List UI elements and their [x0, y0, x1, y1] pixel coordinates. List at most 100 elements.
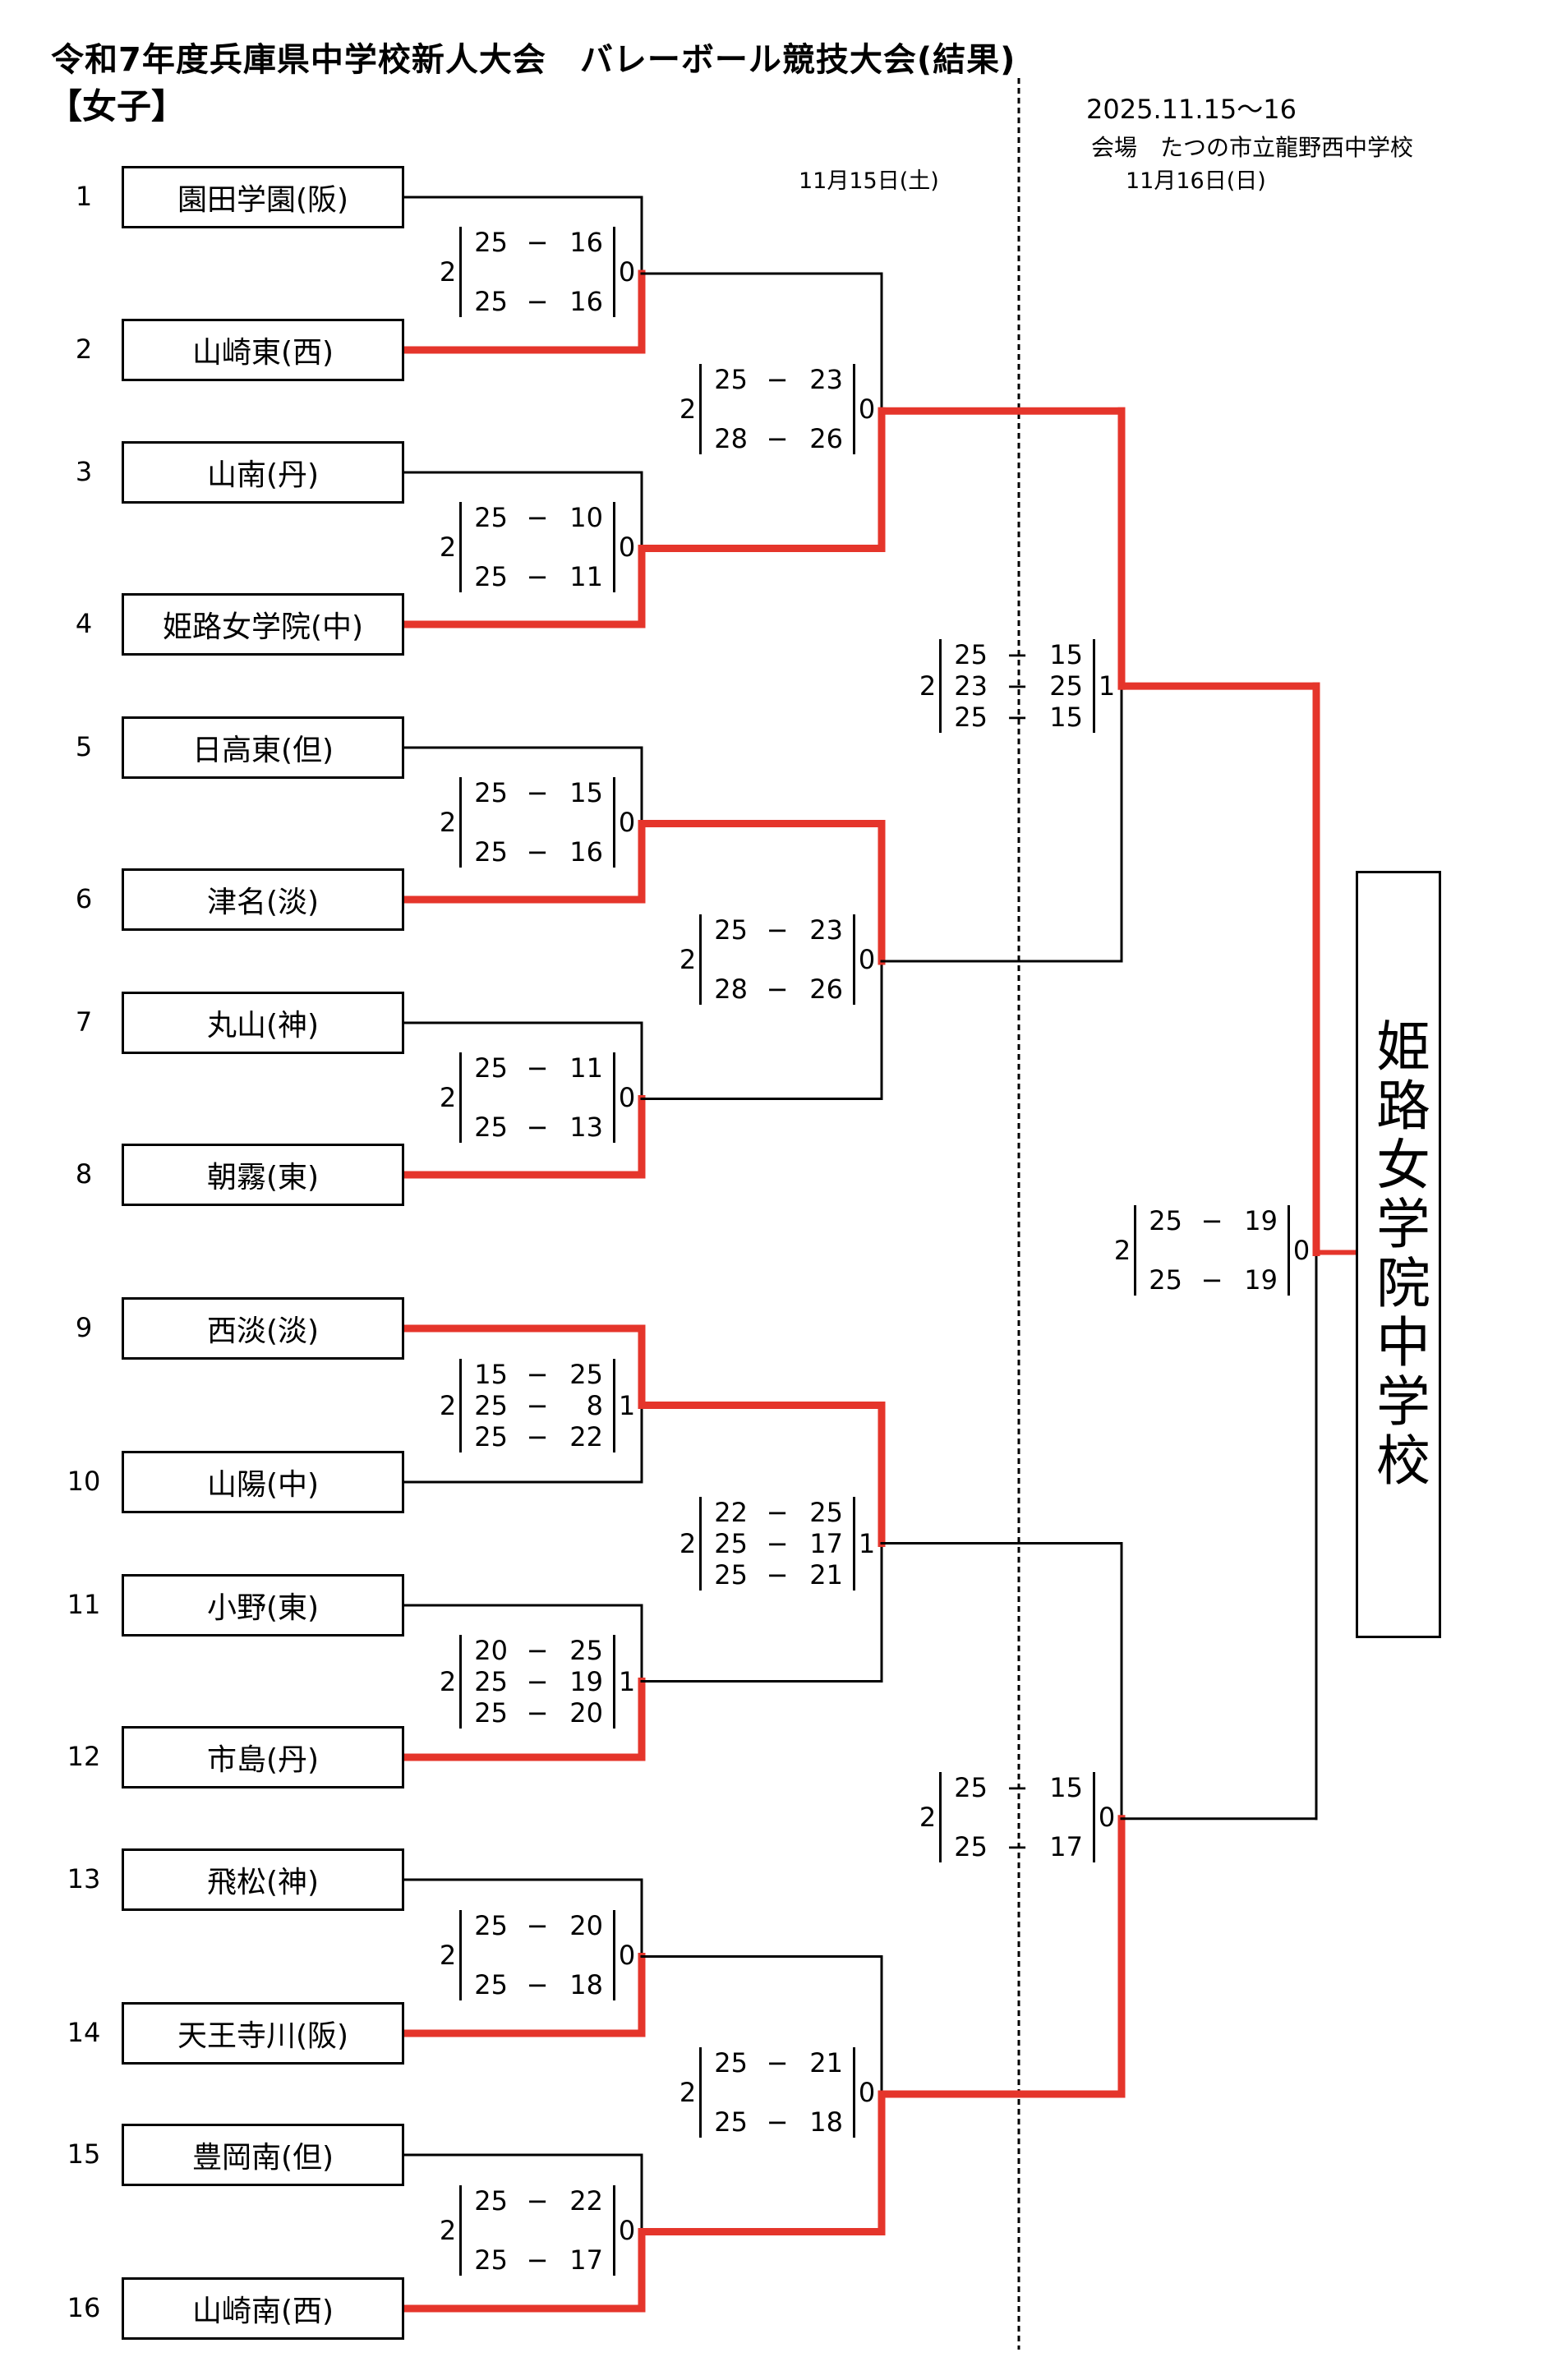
set-points-left: 25 [474, 1665, 508, 1697]
score-dash: − [1006, 670, 1029, 702]
set-score-row: 25−18 [472, 1969, 603, 2000]
set-points-right: 19 [569, 1665, 603, 1697]
set-score-row: 25−22 [472, 2185, 603, 2217]
day2-label: 11月16日(日) [1126, 168, 1266, 194]
set-score-row: 25−15 [472, 777, 603, 808]
set-points-left: 25 [474, 501, 508, 533]
set-points-right: 8 [586, 1389, 603, 1421]
score-dash: − [526, 776, 549, 808]
team-box: 園田学園(阪) [122, 166, 404, 228]
set-points-left: 25 [474, 1052, 508, 1084]
set-points-left: 25 [1149, 1205, 1182, 1237]
set-score-row: 28−26 [712, 974, 843, 1005]
set-score-row: 25−17 [951, 1831, 1083, 1862]
team-box: 豊岡南(但) [122, 2124, 404, 2186]
sets-won-right: 0 [858, 944, 876, 975]
score-dash: − [1200, 1205, 1223, 1237]
score-dash: − [1006, 1771, 1029, 1803]
seed-number: 10 [67, 1466, 101, 1497]
set-points-right: 15 [1049, 639, 1083, 671]
set-points-left: 23 [954, 670, 988, 702]
set-points-left: 28 [714, 974, 748, 1005]
set-points-left: 25 [474, 776, 508, 808]
set-points-right: 26 [809, 974, 843, 1005]
set-points-left: 25 [714, 2106, 748, 2138]
set-points-right: 25 [809, 1496, 843, 1528]
set-score-row: 25−16 [472, 836, 603, 868]
sets-won-left: 2 [919, 670, 937, 702]
set-points-right: 22 [569, 1420, 603, 1452]
sets-won-right: 0 [618, 1939, 636, 1971]
score-dash: − [526, 1968, 549, 2000]
set-score-row: 25−23 [712, 914, 843, 946]
set-points-left: 25 [474, 560, 508, 592]
set-points-right: 16 [569, 836, 603, 868]
set-points-right: 23 [809, 914, 843, 946]
set-score-row: 28−26 [712, 423, 843, 454]
seed-number: 16 [67, 2292, 101, 2323]
set-points-right: 10 [569, 501, 603, 533]
set-score-row: 25−11 [472, 1052, 603, 1084]
set-score-row: 25−17 [712, 1528, 843, 1559]
sets-won-left: 2 [679, 1527, 697, 1559]
sets-won-left: 2 [1113, 1235, 1131, 1267]
set-score-row: 25−15 [951, 1772, 1083, 1803]
sets-won-left: 2 [679, 394, 697, 426]
set-points-right: 25 [1049, 670, 1083, 702]
score-dash: − [526, 1634, 549, 1666]
sets-won-left: 2 [439, 531, 457, 563]
team-box: 市島(丹) [122, 1726, 404, 1788]
set-score-row: 20−25 [472, 1635, 603, 1666]
score-dash: − [526, 1111, 549, 1143]
set-score-row: 25−18 [712, 2106, 843, 2138]
score-dash: − [526, 1052, 549, 1084]
set-points-left: 25 [474, 1389, 508, 1421]
sets-won-right: 0 [858, 394, 876, 426]
set-points-left: 25 [954, 639, 988, 671]
match-score: 2 25−23 28−26 0 [676, 364, 878, 455]
set-points-right: 23 [809, 364, 843, 396]
set-points-left: 25 [954, 1771, 988, 1803]
set-points-right: 17 [1049, 1830, 1083, 1862]
score-dash: − [526, 836, 549, 868]
team-box: 丸山(神) [122, 992, 404, 1054]
set-points-right: 26 [809, 423, 843, 455]
set-points-left: 15 [474, 1358, 508, 1390]
seed-number: 4 [75, 608, 93, 639]
score-dash: − [526, 1420, 549, 1452]
set-points-left: 25 [474, 286, 508, 317]
score-dash: − [526, 560, 549, 592]
set-points-left: 25 [714, 1558, 748, 1591]
sets-won-left: 2 [439, 806, 457, 838]
team-box: 山崎東(西) [122, 319, 404, 381]
set-score-row: 25−15 [951, 702, 1083, 733]
set-points-right: 18 [809, 2106, 843, 2138]
sets-won-left: 2 [439, 2214, 457, 2246]
set-points-left: 28 [714, 423, 748, 455]
seed-number: 8 [75, 1158, 93, 1190]
sets-won-right: 0 [1292, 1235, 1311, 1267]
set-points-right: 18 [569, 1968, 603, 2000]
division-label: 【女子】 [48, 86, 187, 127]
sets-won-left: 2 [439, 256, 457, 288]
seed-number: 1 [75, 181, 93, 212]
team-box: 日高東(但) [122, 716, 404, 779]
set-score-row: 25−23 [712, 364, 843, 395]
set-points-right: 19 [1244, 1264, 1278, 1296]
seed-number: 7 [75, 1006, 93, 1038]
set-points-left: 25 [474, 227, 508, 258]
set-points-right: 13 [569, 1111, 603, 1143]
